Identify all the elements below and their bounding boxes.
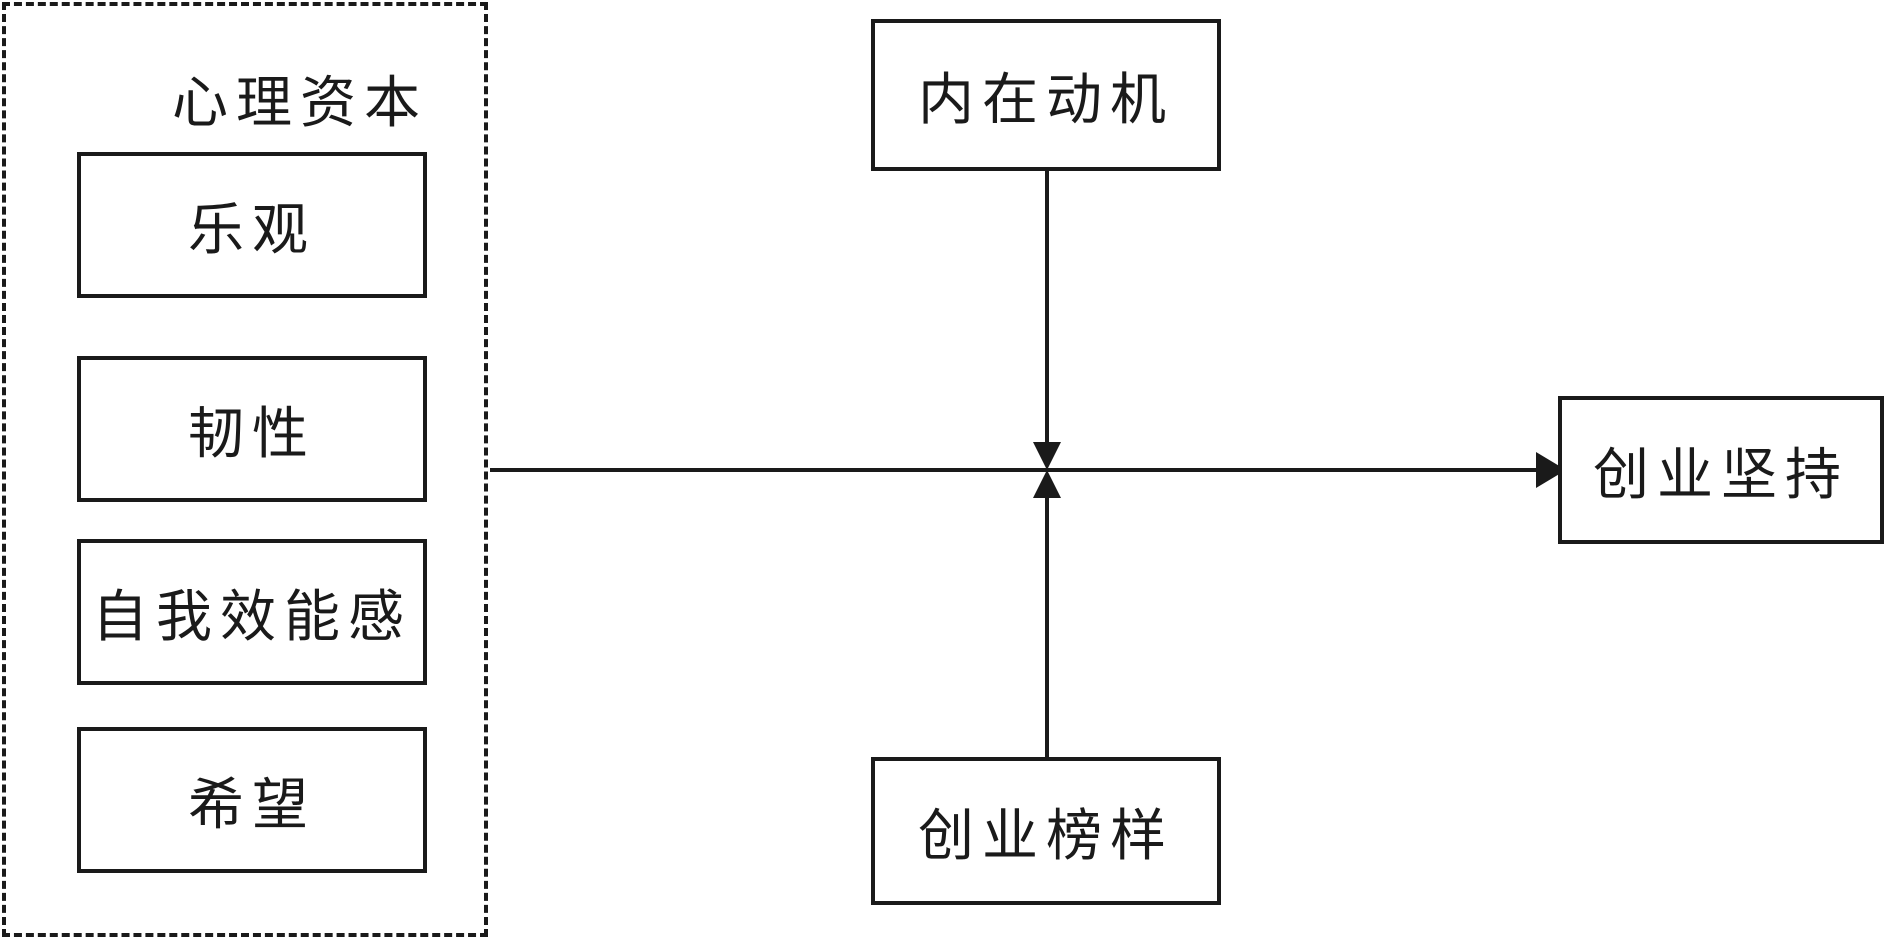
outcome-node-box: 创业坚持: [1558, 396, 1884, 544]
item-box-self-efficacy: 自我效能感: [77, 539, 427, 685]
psychological-capital-group: [2, 2, 488, 937]
top-moderator-arrowhead: [1033, 442, 1061, 470]
top-node-box: 内在动机: [871, 19, 1221, 171]
bottom-moderator-arrowhead: [1033, 470, 1061, 498]
item-box-hope: 希望: [77, 727, 427, 873]
outcome-arrowhead: [1536, 452, 1566, 488]
bottom-node-box: 创业榜样: [871, 757, 1221, 905]
item-box-optimism: 乐观: [77, 152, 427, 298]
group-title: 心理资本: [172, 71, 428, 136]
item-box-resilience: 韧性: [77, 356, 427, 502]
